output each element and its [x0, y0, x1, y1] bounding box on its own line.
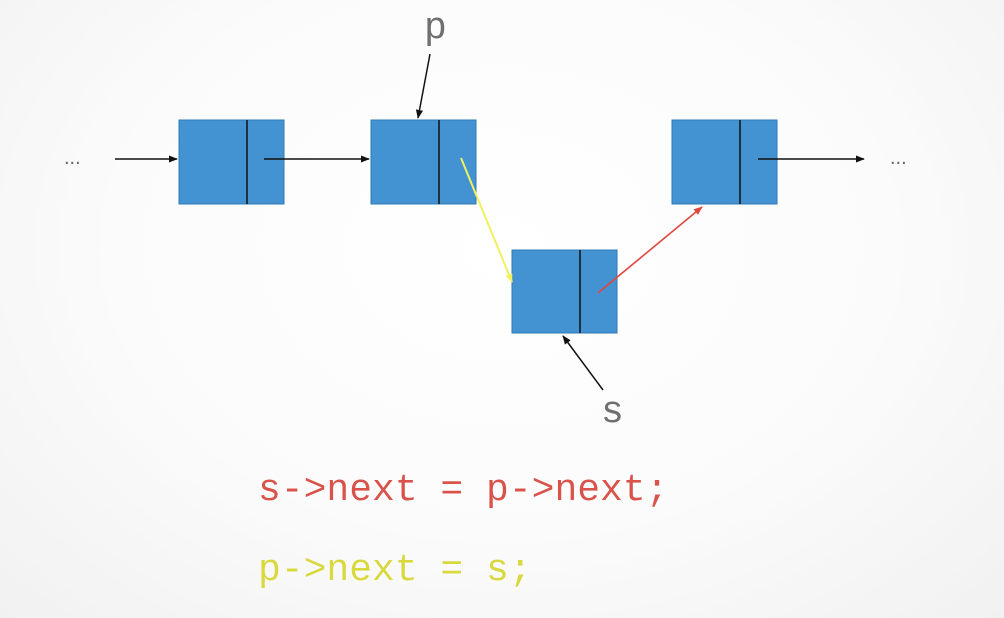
ellipsis-right: ... [890, 147, 907, 169]
ellipsis-left: ... [64, 147, 81, 169]
code-line-1: s->next = p->next; [258, 469, 668, 512]
code-line-2: p->next = s; [258, 549, 532, 592]
pointer-label-s: s [601, 391, 624, 434]
node-3 [671, 119, 778, 205]
arrow-p-next-to-s [460, 157, 513, 283]
pointer-s-arrow [562, 335, 604, 391]
pointer-label-p: p [424, 7, 447, 50]
node-1 [178, 119, 285, 205]
pointer-p-arrow [415, 53, 431, 119]
node-s [511, 249, 618, 334]
node-p [370, 119, 477, 205]
arrow-s-next-to-node-3 [597, 206, 703, 294]
